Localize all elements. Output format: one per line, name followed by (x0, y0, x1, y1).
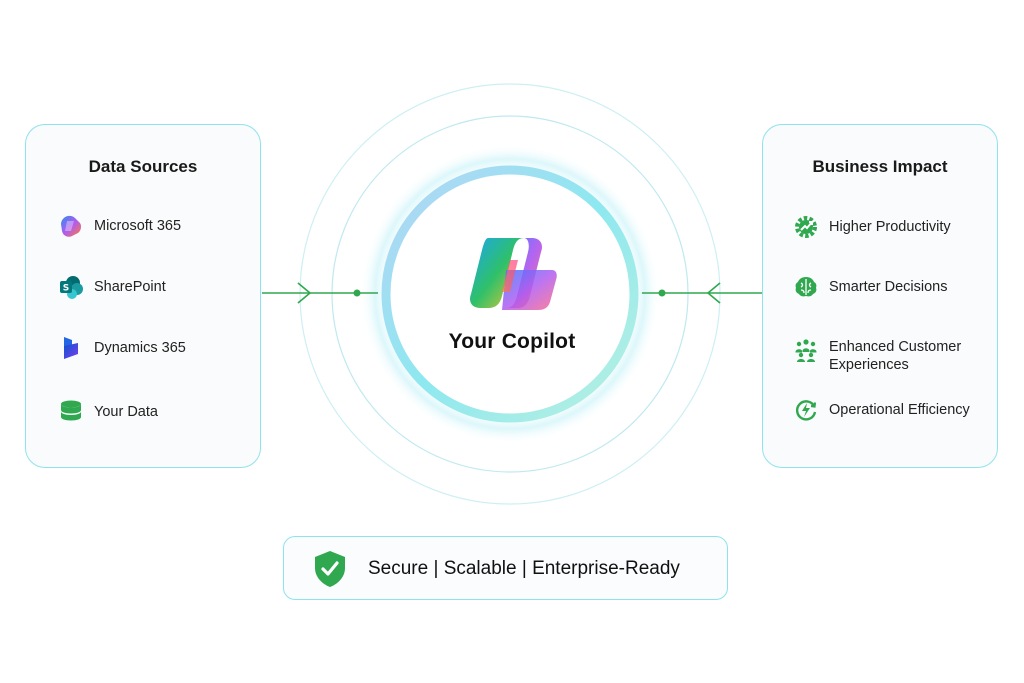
brain-icon (793, 274, 819, 300)
source-label: Dynamics 365 (94, 340, 186, 356)
middle-ring (331, 115, 689, 473)
impact-item-efficiency: Operational Efficiency (793, 397, 970, 423)
impact-label: Smarter Decisions (829, 279, 948, 295)
data-sources-panel: Data Sources Microsoft 365 (25, 124, 261, 468)
business-impact-panel: Business Impact Higher Productivity Smar… (762, 124, 998, 468)
source-item-microsoft-365: Microsoft 365 (58, 213, 181, 239)
source-item-sharepoint: S SharePoint (58, 274, 166, 300)
dynamics-365-icon (58, 335, 84, 361)
svg-text:S: S (63, 284, 69, 294)
shield-check-icon (315, 551, 345, 587)
database-icon (58, 399, 84, 425)
source-label: SharePoint (94, 279, 166, 295)
data-sources-title: Data Sources (88, 157, 198, 176)
impact-item-productivity: Higher Productivity (793, 214, 951, 240)
customers-icon (793, 337, 819, 363)
impact-label: Operational Efficiency (829, 402, 970, 418)
source-label: Your Data (94, 404, 158, 420)
center-title: Your Copilot (448, 330, 576, 353)
source-label: Microsoft 365 (94, 218, 182, 234)
copilot-logo-icon (470, 238, 557, 310)
sharepoint-icon: S (58, 274, 84, 300)
impact-label: Higher Productivity (829, 219, 951, 235)
microsoft-365-icon (58, 213, 84, 239)
efficiency-bolt-icon (793, 397, 819, 423)
right-connector (642, 282, 762, 304)
impact-label: Enhanced Customer Experiences (829, 339, 962, 373)
left-connector (262, 282, 378, 304)
impact-item-customers: Enhanced Customer Experiences (793, 338, 979, 374)
productivity-gear-icon (793, 214, 819, 240)
outer-ring (299, 83, 721, 505)
impact-item-decisions: Smarter Decisions (793, 274, 947, 300)
footer-text: Secure | Scalable | Enterprise-Ready (368, 558, 680, 579)
source-item-dynamics-365: Dynamics 365 (58, 335, 186, 361)
footer-banner: Secure | Scalable | Enterprise-Ready (283, 536, 728, 600)
source-item-your-data: Your Data (58, 399, 158, 425)
business-impact-title: Business Impact (812, 157, 948, 176)
